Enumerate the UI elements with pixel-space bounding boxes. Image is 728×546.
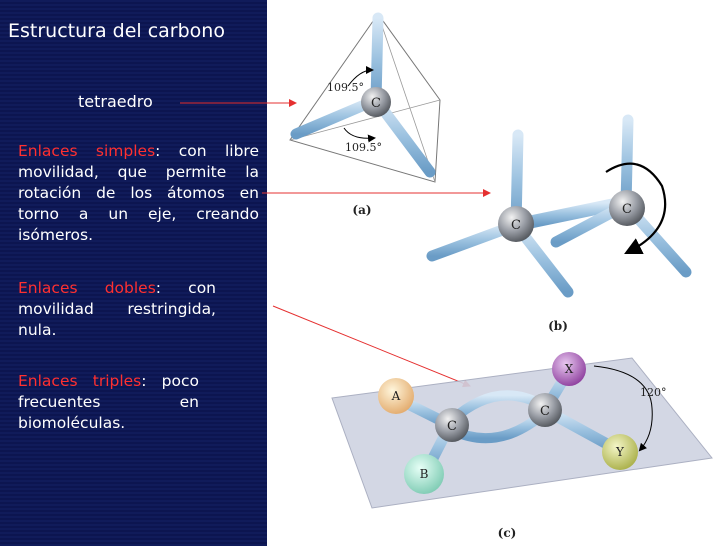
carbon-right-label: C <box>622 202 632 217</box>
panel-a-label: (a) <box>352 203 371 217</box>
left-panel <box>0 0 267 546</box>
double-bond-text: Enlaces dobles: con movilidad restringid… <box>18 278 216 341</box>
angle-top-label: 109.5° <box>327 81 364 94</box>
atom-a-label: A <box>391 389 401 403</box>
triple-bond-description: : poco frecuentes en biomoléculas. <box>18 372 199 432</box>
single-bond-term: Enlaces simples <box>18 142 156 160</box>
angle-120-arrow <box>593 365 653 452</box>
slide-title: Estructura del carbono <box>8 20 225 42</box>
double-bond-pointer-arrow <box>272 305 471 388</box>
plane-carbon-right-label: C <box>540 404 550 419</box>
atom-b-label: B <box>420 467 429 481</box>
atom-y-label: Y <box>615 445 625 459</box>
tetrahedron-label: tetraedro <box>78 92 153 111</box>
plane-carbon-left-label: C <box>447 419 457 434</box>
double-bond-term: Enlaces dobles <box>18 279 156 297</box>
double-bond-description: : con movilidad restringida, nula. <box>18 279 217 339</box>
double-bond-model: A C C B X Y 120° (c) <box>331 352 713 540</box>
triple-bond-term: Enlaces triples <box>18 372 142 390</box>
atom-x-label: X <box>565 362 574 376</box>
carbon-left-label: C <box>511 218 521 233</box>
single-bond-text: Enlaces simples: con libre movilidad, qu… <box>18 141 259 246</box>
triple-bond-text: Enlaces triples: poco frecuentes en biom… <box>18 371 199 434</box>
tetrahedron-model: C 109.5° 109.5° (a) <box>289 12 444 217</box>
angle-plane-label: 120° <box>640 386 667 399</box>
panel-c-label: (c) <box>498 526 517 540</box>
panel-b-label: (b) <box>548 319 568 333</box>
rotation-arrow <box>605 162 667 254</box>
angle-bottom-label: 109.5° <box>345 141 382 154</box>
single-bond-model: C C (b) <box>426 114 692 333</box>
tetrahedron-carbon-label: C <box>371 96 381 111</box>
single-bond-description: : con libre movilidad, que permite la ro… <box>18 142 259 244</box>
